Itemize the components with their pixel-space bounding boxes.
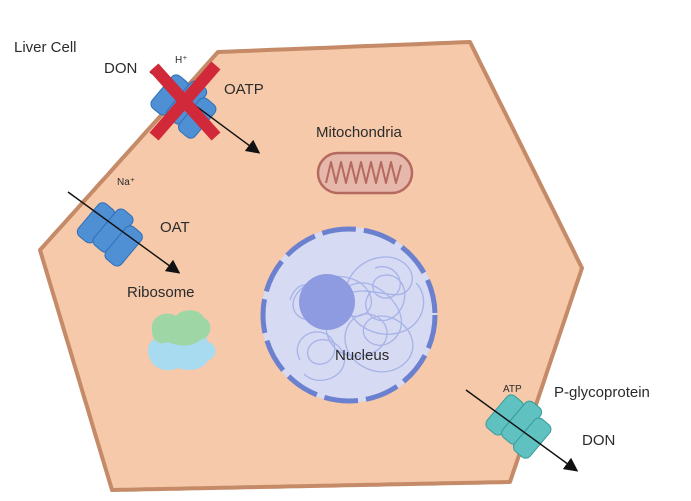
na-plus-label: Na⁺: [117, 177, 135, 188]
red-x-icon: [149, 61, 221, 141]
oat-label: OAT: [160, 219, 190, 236]
don-efflux-label: DON: [582, 432, 615, 449]
don-influx-label: DON: [104, 60, 137, 77]
atp-label: ATP: [503, 384, 522, 395]
nucleus: [260, 226, 438, 404]
efflux-arrow: [465, 389, 579, 472]
nucleus-label: Nucleus: [335, 347, 389, 364]
h-plus-label: H⁺: [175, 55, 188, 66]
oat-transporter: [76, 202, 143, 267]
mitochondria-label: Mitochondria: [316, 124, 403, 141]
p-glycoprotein-label: P-glycoprotein: [554, 384, 650, 401]
liver-cell-label: Liver Cell: [14, 39, 77, 56]
oatp-label: OATP: [224, 81, 264, 98]
oat-influx-arrow: [67, 191, 181, 274]
mitochondria: [316, 151, 414, 195]
ribosome: [148, 310, 216, 371]
ribosome-label: Ribosome: [127, 284, 195, 301]
